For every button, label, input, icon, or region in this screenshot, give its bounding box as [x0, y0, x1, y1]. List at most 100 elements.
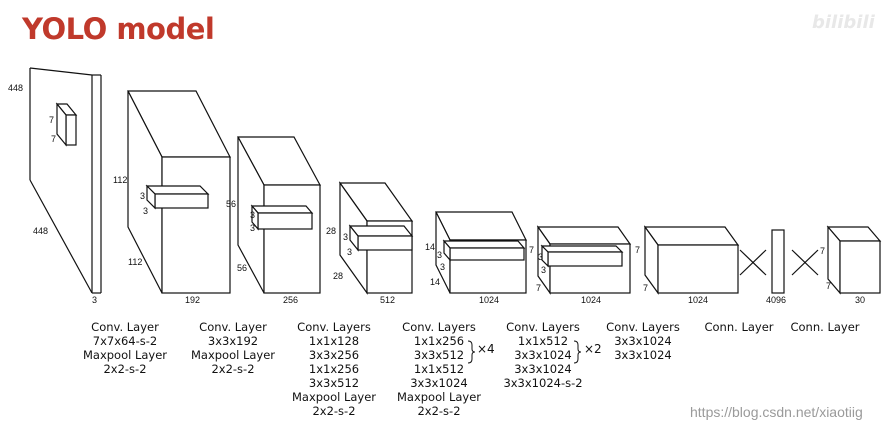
caption-block6: Conv. Layers 3x3x1024 3x3x1024 — [596, 320, 690, 362]
block2-kernel — [250, 204, 314, 231]
page-title: YOLO model — [22, 12, 215, 46]
b2-kernel-h-label: 3 — [250, 210, 255, 220]
fc-connection-1 — [739, 249, 767, 276]
block4-kernel — [442, 239, 526, 262]
b3-kernel-w-label: 3 — [347, 247, 352, 257]
repeat-brace-block5 — [573, 340, 582, 364]
caption-line: 1x1x512 — [413, 362, 465, 376]
b6-height-label: 7 — [635, 245, 640, 255]
b2-height-label: 56 — [226, 199, 236, 209]
input-kernel — [55, 102, 78, 147]
caption-line: 1x1x256 — [413, 334, 465, 348]
input-width-label: 448 — [33, 226, 48, 236]
b1-kernel-w-label: 3 — [143, 206, 148, 216]
caption-block3: Conv. Layers 1x1x128 3x3x256 1x1x256 3x3… — [282, 320, 386, 418]
source-watermark: https://blog.csdn.net/xiaotiig — [690, 404, 863, 420]
b2-width-label: 56 — [237, 263, 247, 273]
b3-depth-label: 512 — [380, 295, 395, 305]
caption-line: 3x3x1024-s-2 — [503, 376, 583, 390]
out-width-label: 7 — [826, 281, 831, 291]
b5-depth-label: 1024 — [581, 295, 601, 305]
fc1-depth-label: 4096 — [766, 295, 786, 305]
caption-line: Conv. Layers — [297, 320, 371, 334]
caption-line: 2x2-s-2 — [312, 404, 356, 418]
out-height-label: 7 — [820, 246, 825, 256]
caption-line: Conv. Layers — [402, 320, 476, 334]
caption-fc1: Conn. Layer — [696, 320, 782, 334]
caption-block4: Conv. Layers 1x1x256 3x3x512 1x1x512 3x3… — [388, 320, 490, 418]
b3-width-label: 28 — [333, 271, 343, 281]
input-kernel-w-label: 7 — [51, 134, 56, 144]
output-volume — [826, 225, 882, 295]
caption-line: Conv. Layer — [91, 320, 159, 334]
caption-line: 3x3x1024 — [514, 362, 572, 376]
bilibili-logo: bilibili — [812, 12, 875, 33]
block3-kernel — [348, 224, 414, 252]
b1-depth-label: 192 — [185, 295, 200, 305]
caption-line: Conv. Layer — [199, 320, 267, 334]
input-volume — [29, 67, 102, 294]
b3-kernel-h-label: 3 — [343, 232, 348, 242]
caption-line: Conv. Layers — [506, 320, 580, 334]
caption-line: 1x1x512 — [517, 334, 569, 348]
caption-line: 3x3x256 — [308, 348, 360, 362]
caption-line: 1x1x128 — [308, 334, 360, 348]
caption-line: 2x2-s-2 — [417, 404, 461, 418]
caption-line: Maxpool Layer — [82, 348, 168, 362]
fc1-layer — [771, 229, 785, 294]
caption-line: 1x1x256 — [308, 362, 360, 376]
caption-line: 3x3x1024 — [410, 376, 468, 390]
caption-block2: Conv. Layer 3x3x192 Maxpool Layer 2x2-s-… — [178, 320, 288, 376]
caption-line: Maxpool Layer — [396, 390, 482, 404]
caption-line: Conv. Layers — [606, 320, 680, 334]
caption-line: 3x3x512 — [308, 376, 360, 390]
input-depth-label: 3 — [92, 295, 97, 305]
caption-line: Conn. Layer — [790, 320, 860, 334]
caption-block1: Conv. Layer 7x7x64-s-2 Maxpool Layer 2x2… — [72, 320, 178, 376]
b4-width-label: 14 — [430, 277, 440, 287]
b6-depth-label: 1024 — [688, 295, 708, 305]
b2-kernel-w-label: 3 — [250, 223, 255, 233]
out-depth-label: 30 — [855, 295, 865, 305]
b4-kernel-h-label: 3 — [437, 250, 442, 260]
caption-block5: Conv. Layers 1x1x512 3x3x1024 3x3x1024 3… — [494, 320, 592, 390]
caption-line: 3x3x512 — [413, 348, 465, 362]
b2-depth-label: 256 — [283, 295, 298, 305]
caption-line: 3x3x1024 — [514, 348, 572, 362]
input-height-label: 448 — [8, 83, 23, 93]
b4-height-label: 14 — [425, 242, 435, 252]
b4-kernel-w-label: 3 — [440, 262, 445, 272]
b5-kernel-w-label: 3 — [541, 265, 546, 275]
caption-line: Conn. Layer — [704, 320, 774, 334]
caption-line: 2x2-s-2 — [103, 362, 147, 376]
repeat-label-block4: ×4 — [477, 342, 495, 356]
fc-connection-2 — [791, 249, 819, 276]
caption-line: 3x3x1024 — [614, 348, 672, 362]
b1-width-label: 112 — [128, 257, 142, 267]
b5-width-label: 7 — [536, 283, 541, 293]
b3-height-label: 28 — [326, 226, 336, 236]
block1-kernel — [145, 184, 210, 210]
input-kernel-h-label: 7 — [49, 115, 54, 125]
b1-height-label: 112 — [113, 175, 127, 185]
repeat-label-block5: ×2 — [584, 342, 602, 356]
b1-kernel-h-label: 3 — [140, 191, 145, 201]
block1-volume — [127, 90, 231, 294]
caption-line: Maxpool Layer — [291, 390, 377, 404]
caption-line: 2x2-s-2 — [211, 362, 255, 376]
b6-width-label: 7 — [643, 283, 648, 293]
block2-volume — [236, 136, 322, 294]
caption-fc2: Conn. Layer — [782, 320, 868, 334]
block5-kernel — [540, 244, 624, 268]
b5-kernel-h-label: 3 — [538, 252, 543, 262]
caption-line: Maxpool Layer — [190, 348, 276, 362]
repeat-brace-block4 — [467, 340, 476, 364]
caption-line: 3x3x1024 — [614, 334, 672, 348]
caption-line: 3x3x192 — [207, 334, 259, 348]
caption-line: 7x7x64-s-2 — [92, 334, 158, 348]
b5-height-label: 7 — [529, 245, 534, 255]
block6-volume — [643, 225, 740, 295]
b4-depth-label: 1024 — [479, 295, 499, 305]
